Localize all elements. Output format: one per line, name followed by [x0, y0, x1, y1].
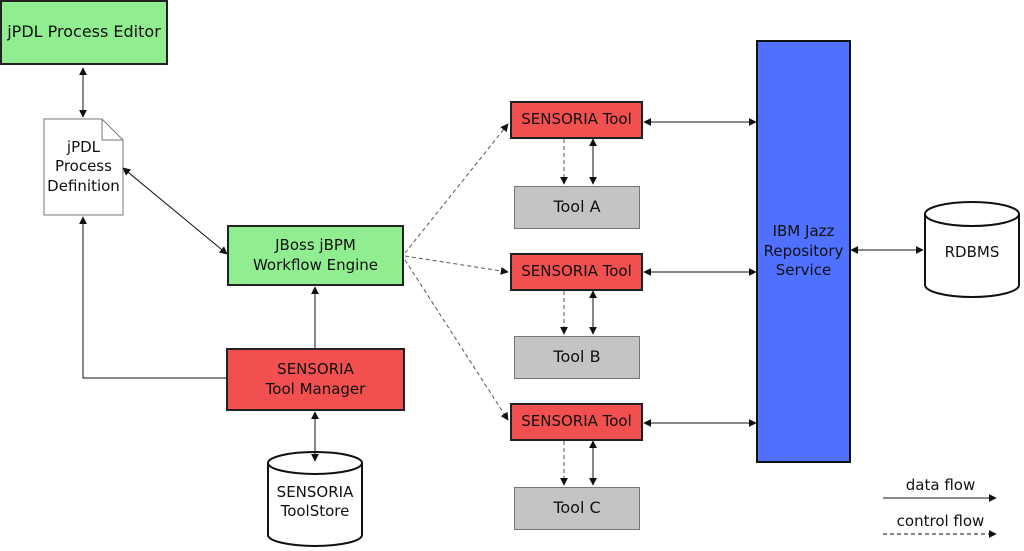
workflow-engine-box: JBoss jBPM Workflow Engine [227, 225, 404, 286]
edge-engine-tool1 [404, 123, 509, 254]
process-definition-label: jPDL Process Definition [47, 137, 120, 195]
tool-b-box: Tool B [514, 336, 640, 379]
sensoria-tool-2-box: SENSORIA Tool [510, 253, 643, 291]
jazz-repository-box: IBM Jazz Repository Service [756, 40, 851, 463]
toolstore-cylinder [267, 451, 363, 547]
legend-control-flow-label: control flow [896, 512, 985, 531]
toolstore-label: SENSORIA ToolStore [276, 482, 354, 521]
tool-manager-box: SENSORIA Tool Manager [226, 348, 405, 411]
sensoria-tool-3-box: SENSORIA Tool [510, 403, 643, 441]
data-flow-edges [79, 67, 924, 486]
tool-a-box: Tool A [514, 186, 640, 229]
rdbms-label: RDBMS [944, 243, 1000, 262]
edge-manager-definition [79, 216, 226, 379]
edge-definition-engine [122, 167, 228, 255]
edge-engine-tool3 [404, 259, 509, 421]
edge-engine-tool2 [404, 255, 509, 275]
legend-data-flow-label: data flow [905, 476, 976, 495]
sensoria-tool-1-box: SENSORIA Tool [510, 101, 643, 139]
rdbms-cylinder [924, 201, 1020, 298]
tool-c-box: Tool C [514, 487, 640, 530]
process-editor-box: jPDL Process Editor [0, 0, 168, 65]
control-flow-edges [404, 123, 568, 486]
